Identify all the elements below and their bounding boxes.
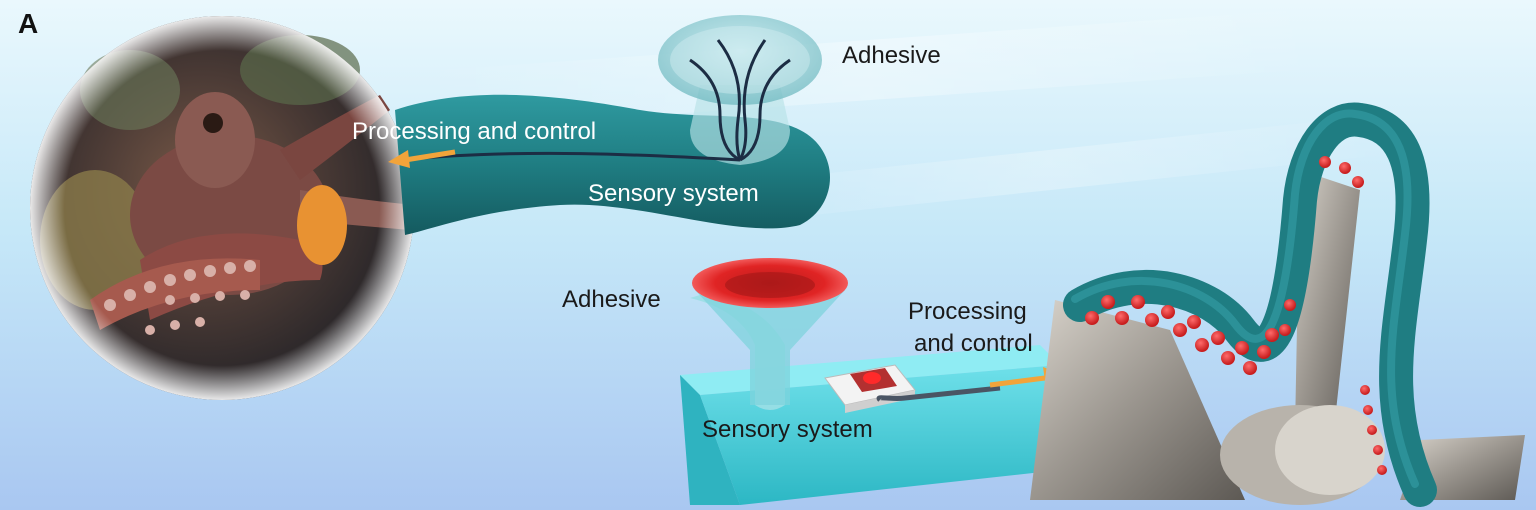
bottom-sensory-label: Sensory system [702, 416, 873, 443]
top-processing-label: Processing and control [352, 118, 597, 145]
top-signal-wire [399, 151, 741, 162]
background-streak [699, 113, 1401, 227]
octopus-photo [30, 16, 415, 400]
bottom-signal-wire [876, 385, 1001, 402]
background-streak [419, 8, 1321, 132]
tentacle-suckers [1085, 156, 1387, 475]
bottom-processing-label-line2: and control [914, 330, 1033, 357]
tentacle-highlight [1071, 109, 1419, 488]
bottom-adhesive-label: Adhesive [562, 286, 661, 313]
top-sensor-wires [689, 39, 791, 162]
top-adhesive-cup [658, 15, 822, 165]
bottom-processing-label-line1: Processing [908, 298, 1027, 325]
panel-letter: A [18, 8, 39, 39]
propeller [1030, 170, 1525, 505]
control-chip [824, 364, 916, 413]
top-signal-arrow [388, 149, 456, 168]
top-sensory-label: Sensory system [588, 180, 759, 207]
bottom-adhesive-funnel [690, 258, 848, 410]
top-adhesive-label: Adhesive [842, 42, 941, 69]
